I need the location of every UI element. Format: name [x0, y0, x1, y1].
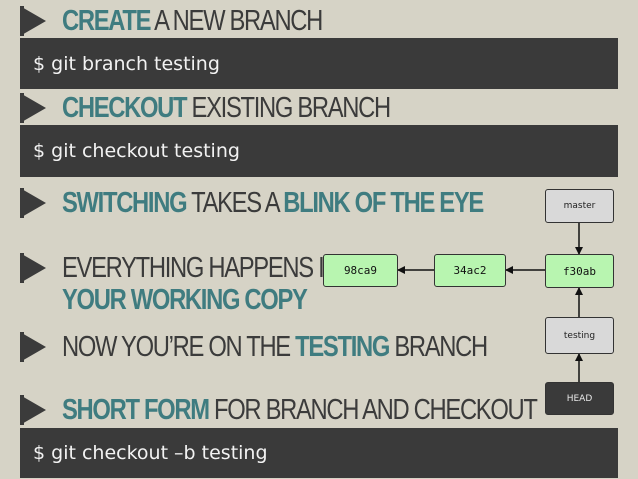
heading-rest: BRANCH: [394, 331, 488, 363]
heading-text: CHECKOUT EXISTING BRANCH: [62, 92, 392, 124]
command-text: $ git checkout testing: [33, 140, 240, 162]
bullet-arrow-icon: [20, 332, 46, 362]
bullet-arrow-icon: [20, 6, 46, 36]
heading-rest: TAKES A: [191, 187, 279, 219]
heading-strong: CREATE: [62, 5, 151, 37]
heading-pre: NOW YOU’RE ON THE: [62, 331, 291, 363]
commit-label: 98ca9: [343, 264, 378, 277]
command-text: $ git branch testing: [33, 52, 220, 75]
heading-short-form: SHORT FORM FOR BRANCH AND CHECKOUT: [20, 393, 638, 427]
bullet-arrow-icon: [20, 395, 46, 425]
heading-line1: EVERYTHING HAPPENS IN: [62, 252, 341, 284]
heading-working-copy: EVERYTHING HAPPENS IN: [20, 251, 400, 285]
branch-master-label: master: [563, 201, 596, 211]
branch-testing: testing: [545, 317, 614, 354]
heading-text: CREATE A NEW BRANCH: [62, 5, 323, 37]
bullet-arrow-icon: [20, 93, 46, 123]
heading-strong: CHECKOUT: [62, 92, 188, 124]
head-label: HEAD: [566, 393, 593, 404]
commit-label: f30ab: [562, 264, 597, 278]
commit-label: 34ac2: [453, 264, 487, 277]
heading-rest: EXISTING BRANCH: [191, 92, 392, 124]
branch-testing-label: testing: [563, 330, 596, 341]
bullet-arrow-icon: [20, 188, 46, 218]
head-pointer: HEAD: [545, 382, 614, 415]
heading-rest: FOR BRANCH AND CHECKOUT: [214, 394, 538, 426]
heading-strong: SHORT FORM: [62, 394, 210, 426]
heading-switching: SWITCHING TAKES A BLINK OF THE EYE: [20, 186, 575, 220]
command-box-branch: $ git branch testing: [20, 38, 618, 89]
heading-line2: YOUR WORKING COPY: [62, 284, 308, 316]
heading-text: SHORT FORM FOR BRANCH AND CHECKOUT: [62, 394, 538, 426]
commit-98ca9: 98ca9: [323, 254, 398, 287]
command-box-checkout: $ git checkout testing: [20, 125, 618, 177]
heading-testing: NOW YOU’RE ON THE TESTING BRANCH: [20, 330, 580, 364]
command-box-short-form: $ git checkout –b testing: [20, 428, 618, 478]
commit-f30ab: f30ab: [545, 254, 614, 288]
heading-strong: TESTING: [295, 331, 390, 363]
bullet-arrow-icon: [20, 253, 46, 283]
heading-text: SWITCHING TAKES A BLINK OF THE EYE: [62, 187, 484, 219]
heading-rest: A NEW BRANCH: [154, 5, 323, 37]
branch-master: master: [545, 189, 614, 223]
heading-strong: SWITCHING: [62, 187, 188, 219]
command-text: $ git checkout –b testing: [33, 442, 268, 464]
commit-34ac2: 34ac2: [434, 254, 506, 287]
heading-line2-wrap: YOUR WORKING COPY: [62, 284, 308, 316]
heading-create: CREATE A NEW BRANCH: [20, 4, 379, 38]
heading-text: EVERYTHING HAPPENS IN: [62, 252, 341, 284]
heading-text: NOW YOU’RE ON THE TESTING BRANCH: [62, 331, 488, 363]
heading-strong-2: BLINK OF THE EYE: [283, 187, 484, 219]
heading-checkout: CHECKOUT EXISTING BRANCH: [20, 91, 462, 125]
